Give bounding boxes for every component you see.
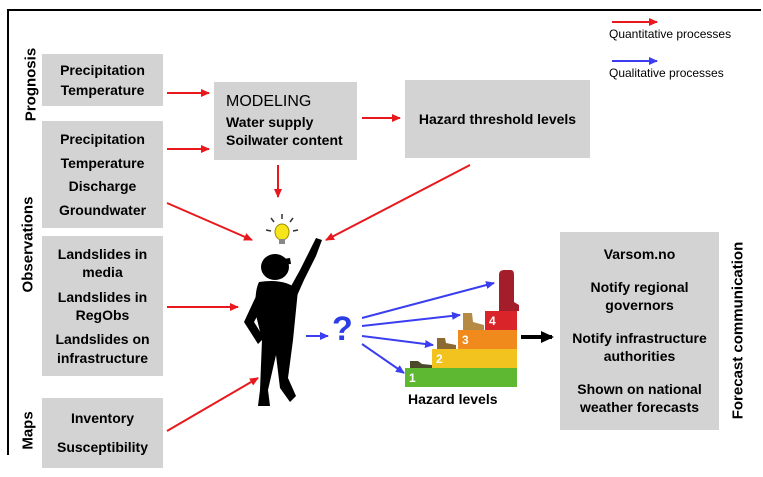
- prognosis-item: Precipitation: [60, 61, 145, 78]
- maps-box: Inventory Susceptibility: [42, 398, 163, 468]
- observation-landslide-item: Landslides in RegObs: [57, 288, 148, 323]
- hazard-level-1-number: 1: [409, 371, 416, 385]
- modeling-box: MODELING Water supply Soilwater content: [214, 82, 357, 160]
- prognosis-item: Temperature: [60, 81, 145, 98]
- maps-item: Susceptibility: [56, 439, 149, 456]
- forecast-box: Varsom.no Notify regional governors Noti…: [560, 232, 719, 430]
- hazard-level-4: [485, 311, 517, 330]
- observations-box-measurements: Precipitation Temperature Discharge Grou…: [42, 121, 163, 228]
- arrow-maps-to-person: [166, 377, 259, 432]
- forecast-item: Varsom.no: [603, 246, 676, 263]
- observation-landslide-item: Landslides in media: [57, 246, 148, 281]
- modeling-item: Soilwater content: [226, 132, 343, 149]
- maps-item: Inventory: [70, 410, 134, 427]
- observation-item: Temperature: [60, 154, 145, 171]
- hazard-staircase: 1 2 3 4: [405, 311, 517, 387]
- diagram-frame: [7, 9, 761, 455]
- forecast-item: Notify infrastructure authorities: [572, 330, 707, 365]
- hazard-level-2: [432, 349, 517, 368]
- hazard-level-4-number: 4: [489, 314, 496, 328]
- rubber-boot-icon: [499, 270, 519, 311]
- hazard-level-3: [458, 330, 517, 349]
- modeling-item: Water supply: [226, 114, 314, 131]
- prognosis-box: Precipitation Temperature: [42, 54, 163, 106]
- legend-quantitative-label: Quantitative processes: [609, 27, 732, 41]
- arrow-question-to-level-2: [361, 335, 434, 348]
- observation-item: Groundwater: [58, 202, 147, 219]
- arrow-threshold-to-person: [325, 164, 471, 241]
- arrow-question-to-level-4: [361, 281, 495, 319]
- arrow-question-to-level-1: [361, 343, 405, 374]
- footwear-pictograms: [410, 270, 519, 368]
- thinking-person-figure: [244, 238, 322, 406]
- modeling-title: MODELING: [226, 93, 312, 111]
- question-mark: ?: [332, 310, 353, 348]
- lightbulb-icon: [265, 214, 299, 244]
- observation-item: Precipitation: [60, 130, 145, 147]
- hazard-level-1: [405, 368, 517, 387]
- hazard-threshold-box: Hazard threshold levels: [405, 80, 590, 158]
- forecast-item: Shown on national weather forecasts: [577, 381, 702, 416]
- observation-item: Discharge: [68, 178, 137, 195]
- forecast-item: Notify regional governors: [590, 279, 689, 314]
- arrow-question-to-level-3: [361, 311, 461, 327]
- hazard-threshold-label: Hazard threshold levels: [418, 110, 577, 127]
- hazard-level-2-number: 2: [436, 352, 443, 366]
- boot-icon-medium: [463, 313, 484, 330]
- legend-qualitative-label: Qualitative processes: [609, 66, 724, 80]
- boot-icon-small: [437, 338, 456, 349]
- observation-landslide-item: Landslides on infrastructure: [55, 331, 150, 366]
- hazard-level-3-number: 3: [462, 333, 469, 347]
- arrow-groundwater-to-person: [166, 202, 253, 241]
- observations-box-landslides: Landslides in media Landslides in RegObs…: [42, 236, 163, 376]
- shoe-icon: [410, 361, 432, 368]
- hazard-levels-label: Hazard levels: [408, 391, 498, 407]
